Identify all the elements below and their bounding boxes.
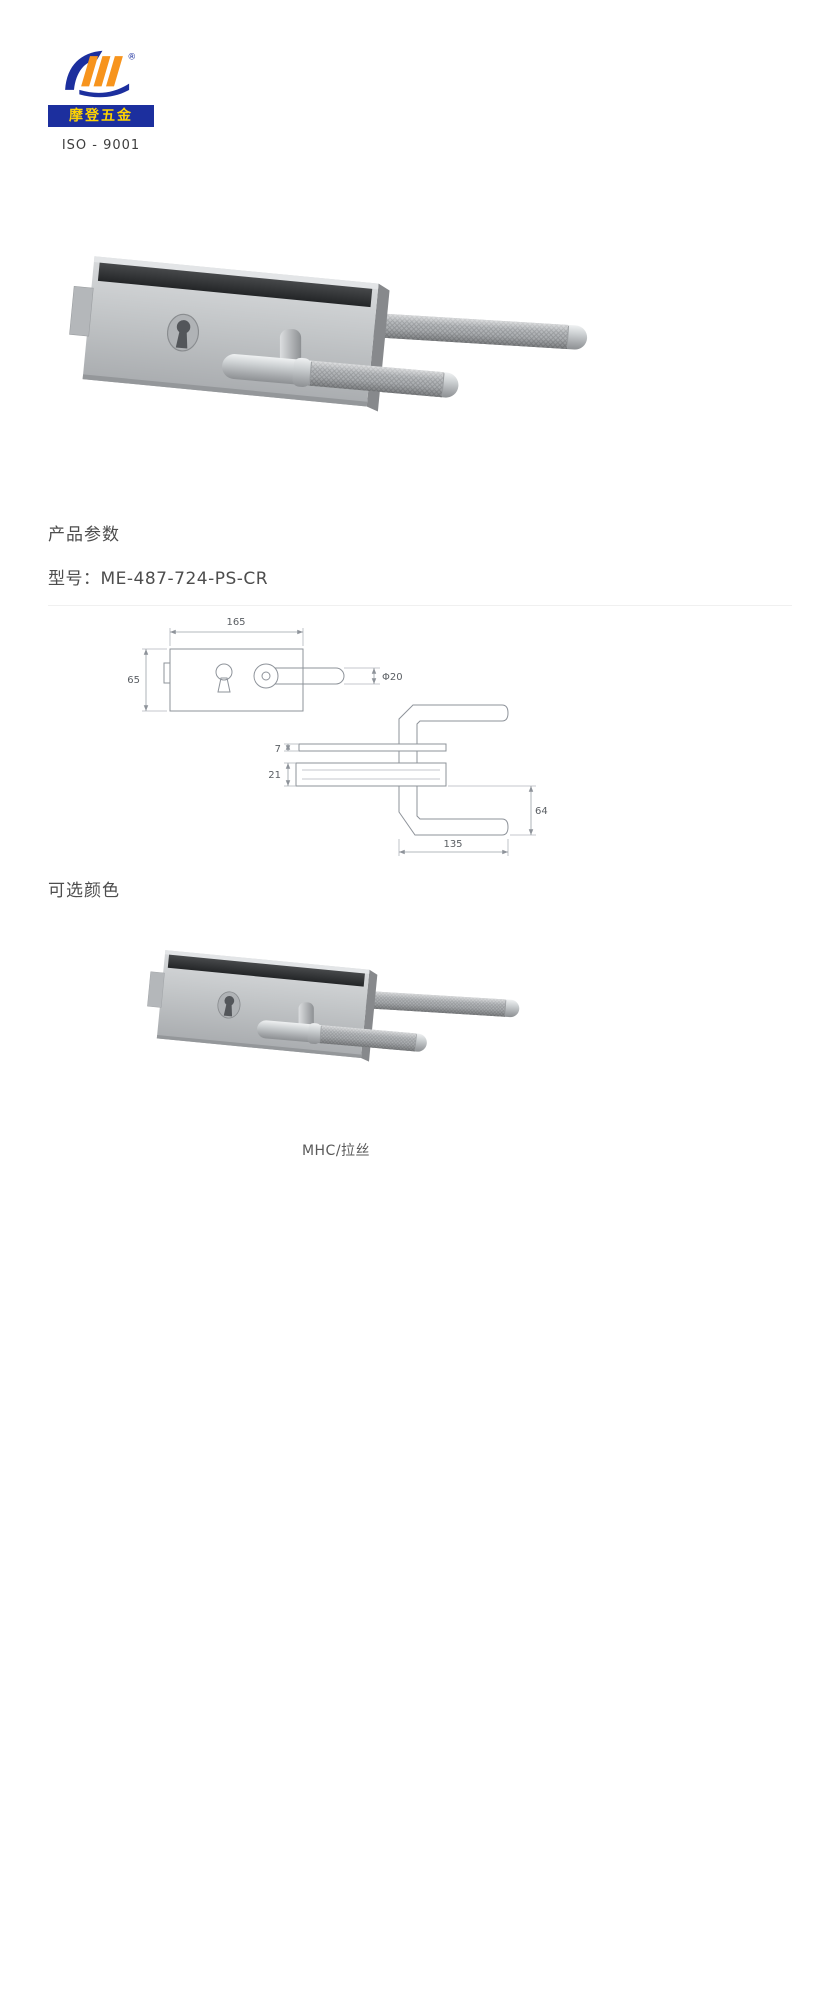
dim-handle-diameter-label: Φ20 [382,672,403,683]
dim-plate-height-label: 65 [127,675,140,686]
drawing-handle-hub [253,663,279,689]
drawing-plate-front [169,648,304,712]
brand-name: 摩登五金 [69,108,133,124]
model-label: 型号： [48,569,101,589]
drawing-keyhole [215,663,233,681]
product-photo-variant [143,948,521,1063]
dim-plate-length-label: 165 [226,617,245,628]
drawing-body-section [295,762,447,787]
dim-handle-length-label: 135 [443,839,462,850]
drawing-cover-plate-section [298,743,447,752]
brand-logo-icon: ® [65,50,136,98]
registered-mark: ® [127,53,136,63]
section-title-colors: 可选颜色 [48,881,120,901]
brand-banner: 摩登五金 [48,105,154,127]
iso-certification: ISO - 9001 [61,138,141,153]
drawing-lower-lever [398,785,509,836]
drawing-plate-tab [163,662,171,684]
section-title-params: 产品参数 [48,525,120,545]
drawing-upper-lever [398,704,509,745]
dim-handle-drop-label: 64 [535,806,548,817]
brand-logo: ® 摩登五金 ISO - 9001 [48,44,158,153]
dim-cover-thickness-label: 7 [275,744,281,755]
drawing-keyhole-slot [217,677,231,693]
model-row: 型号：ME-487-724-PS-CR [48,564,792,606]
drawing-handle-hub-center [261,671,271,681]
model-value: ME-487-724-PS-CR [100,569,269,589]
technical-drawing: 165 65 Φ20 7 21 64 [127,617,548,856]
dim-body-thickness-label: 21 [268,770,281,781]
variant-caption: MHC/拉丝 [301,1143,371,1159]
product-photo-main [64,254,589,413]
